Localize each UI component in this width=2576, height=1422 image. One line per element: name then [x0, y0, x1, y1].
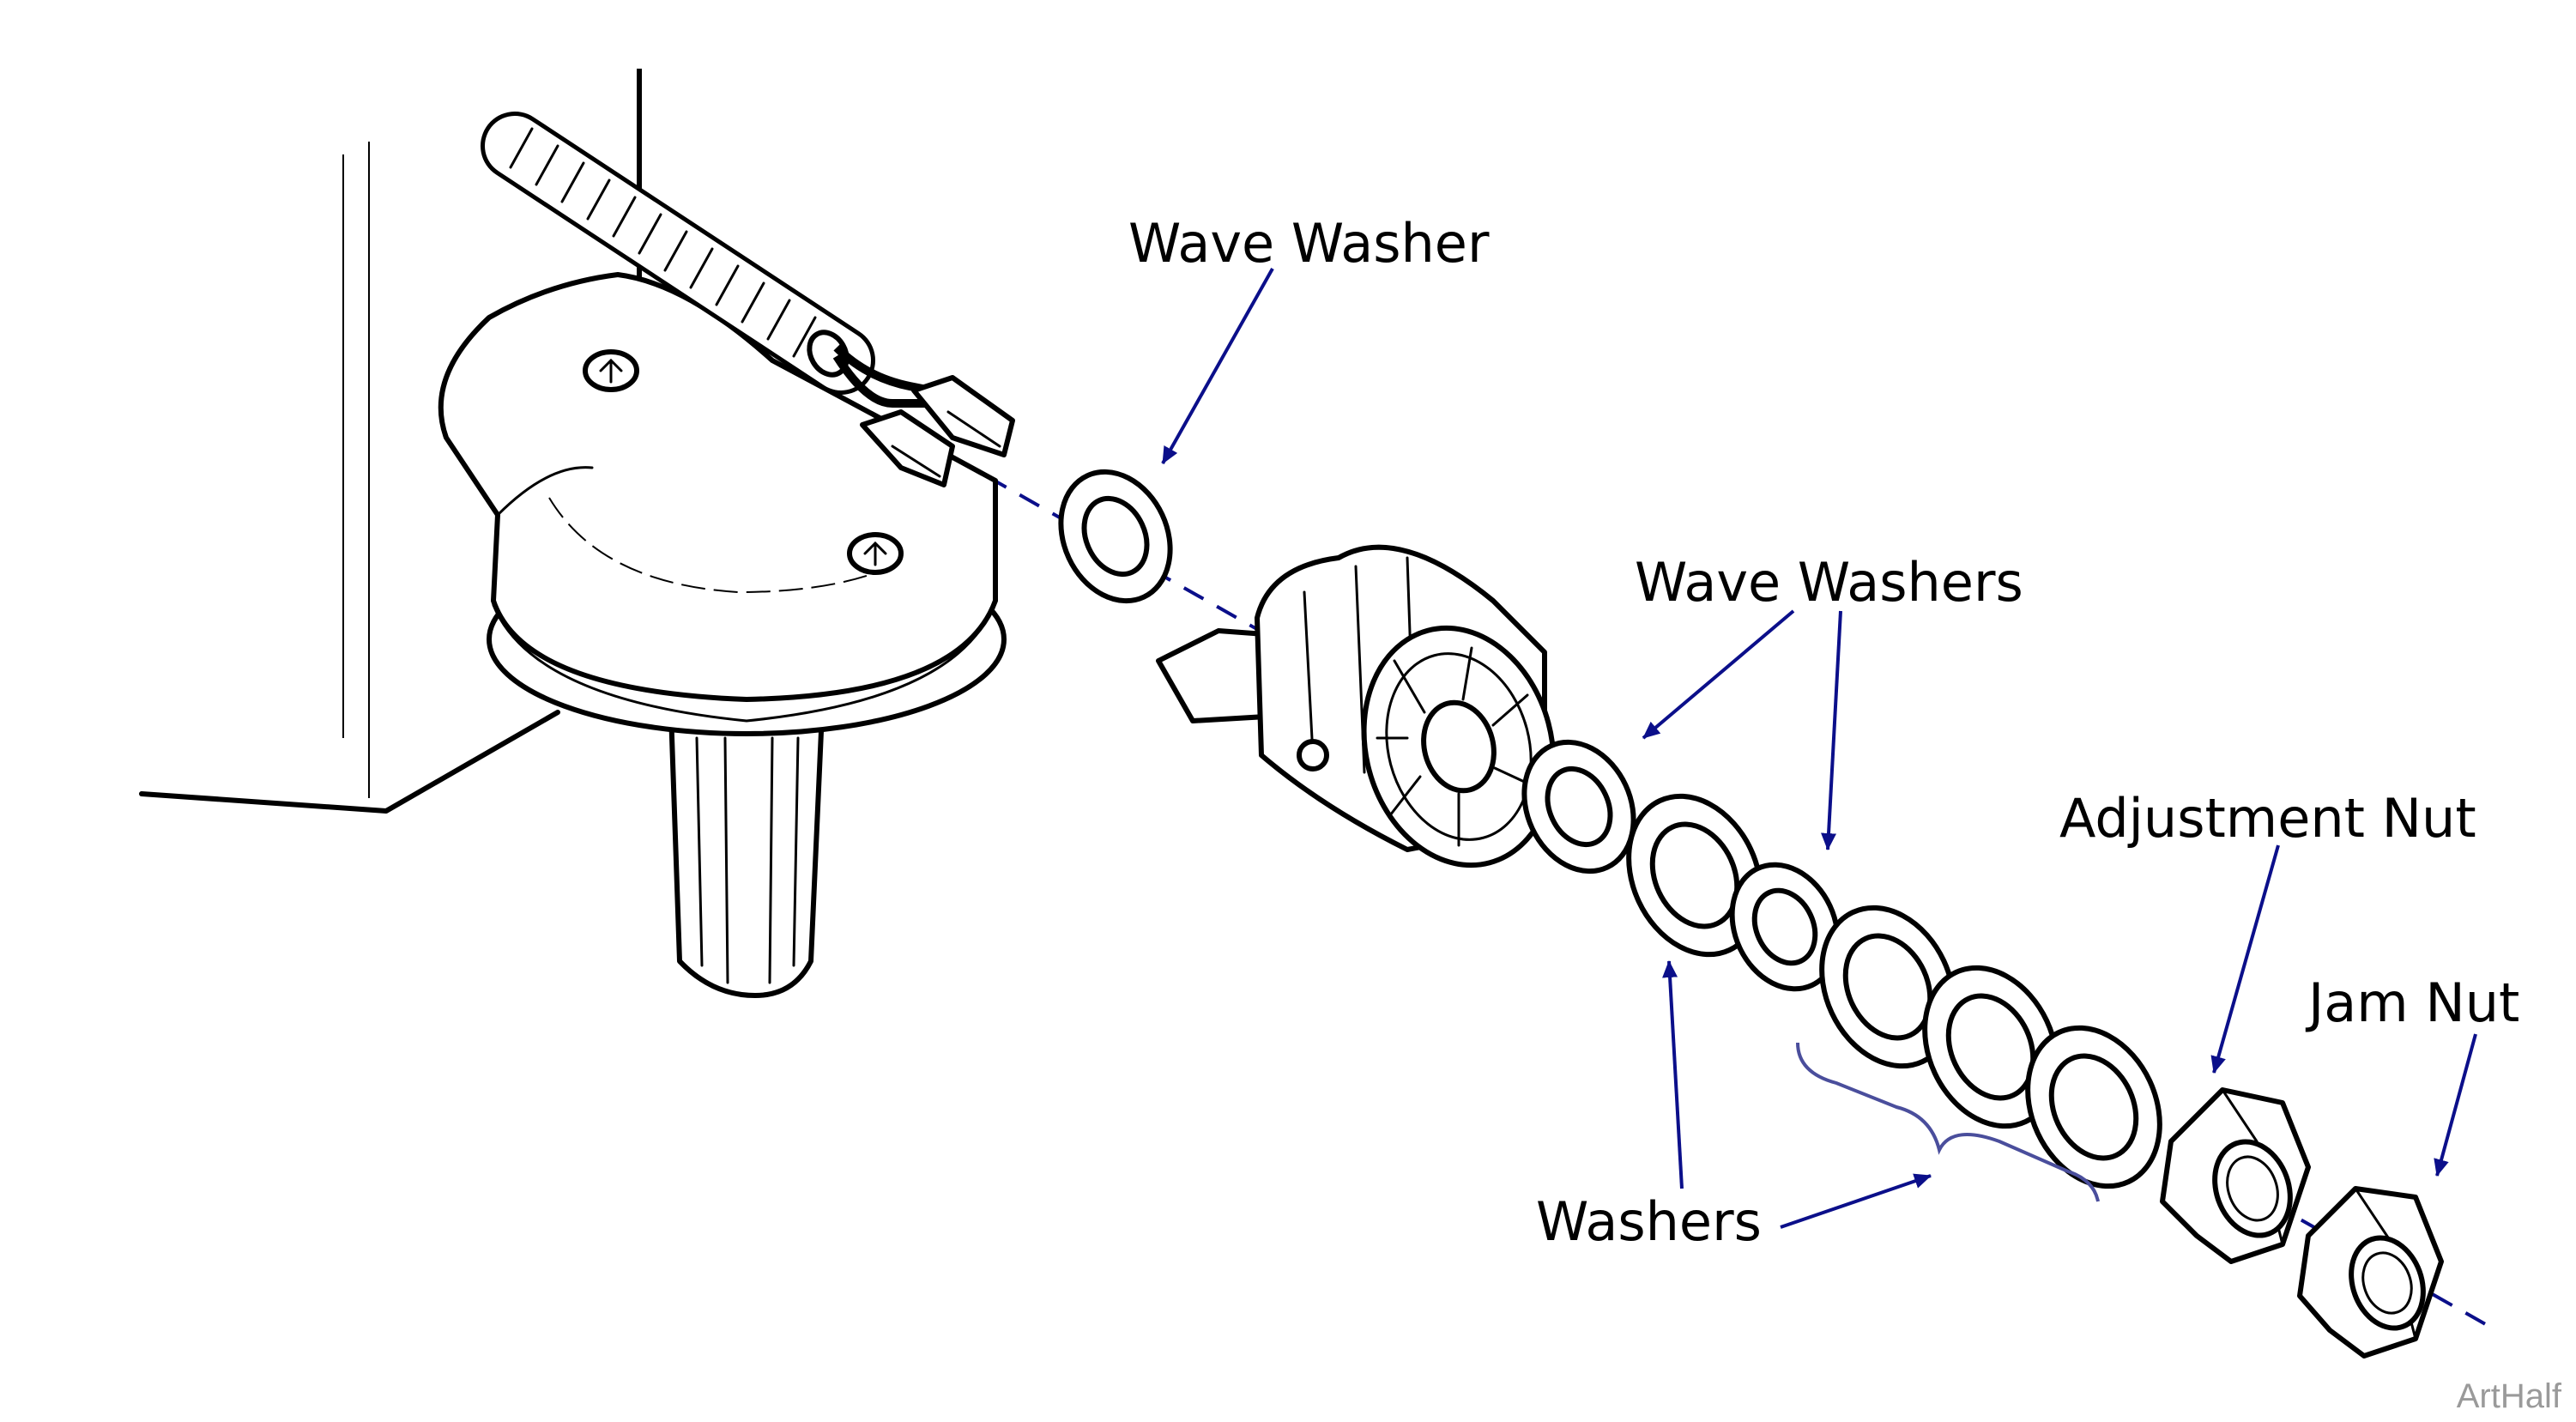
wave-washer-1 — [1058, 469, 1173, 604]
flat-washer-1 — [1626, 793, 1763, 958]
flat-washer-3 — [1922, 965, 2059, 1129]
label-wave-washer: Wave Washer — [1128, 212, 1490, 275]
wave-washer-3 — [1729, 862, 1841, 992]
adjustment-nut — [2160, 1087, 2311, 1264]
label-adjustment-nut: Adjustment Nut — [2059, 787, 2476, 850]
label-wave-washers: Wave Washers — [1635, 551, 2023, 614]
wave-washer-2 — [1521, 739, 1636, 874]
jam-nut — [2297, 1186, 2444, 1358]
leader-lines — [1161, 268, 2477, 1229]
watermark: ArtHalf — [2457, 1377, 2562, 1415]
cam-actuator — [1156, 544, 1557, 868]
wire-conduit — [481, 112, 953, 408]
label-washers: Washers — [1536, 1190, 1762, 1253]
spade-terminals — [860, 375, 1015, 487]
flat-washer-2 — [1819, 905, 1956, 1069]
washers-brace — [1796, 1042, 2100, 1202]
switch-housing — [438, 272, 1007, 998]
label-jam-nut: Jam Nut — [2305, 971, 2519, 1034]
flat-washer-4 — [2025, 1025, 2162, 1189]
